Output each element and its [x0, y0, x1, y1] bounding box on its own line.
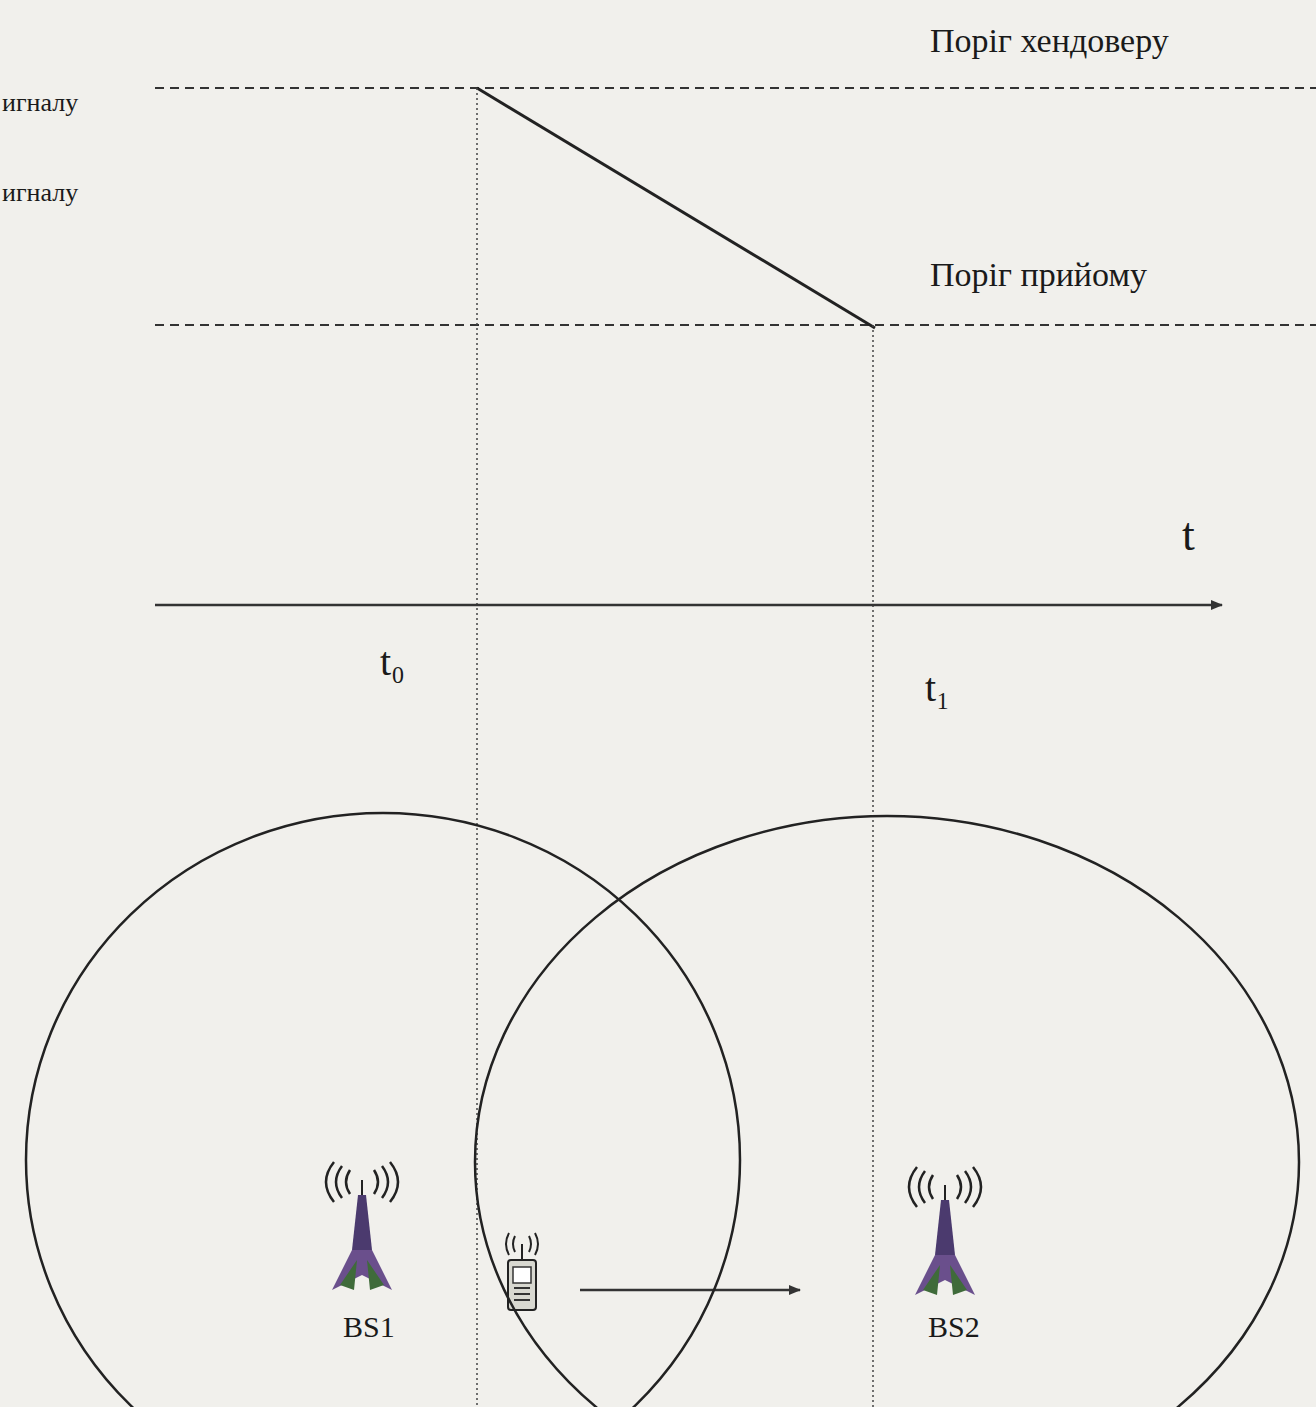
tower-icon [909, 1167, 981, 1295]
coverage-cell: BS1 [25, 812, 741, 1407]
diagram-label: игналу [2, 180, 78, 206]
cell-outline [474, 815, 1300, 1407]
cell-ellipse [475, 816, 1299, 1407]
diagram-label: игналу [2, 90, 78, 116]
diagram-label: Поріг прийому [930, 258, 1147, 292]
cell-ellipse [26, 813, 740, 1407]
handover-threshold-line [155, 87, 1316, 89]
diagram-label: t₁ [925, 668, 950, 708]
coverage-cell: BS2 [474, 815, 1300, 1407]
station-label: BS2 [928, 1312, 980, 1342]
station-label: BS1 [343, 1312, 395, 1342]
time-axis [155, 604, 1222, 607]
time-marker-line [872, 325, 874, 1407]
mobile-phone [506, 1233, 538, 1310]
tower-icon [326, 1162, 398, 1290]
movement-arrow [580, 1289, 800, 1292]
diagram-label: t [1182, 512, 1195, 558]
reception-threshold-line [155, 324, 1316, 326]
diagram-label: t₀ [380, 642, 405, 682]
signal-level-line [477, 88, 875, 328]
diagram-label: Поріг хендоверу [930, 24, 1169, 58]
